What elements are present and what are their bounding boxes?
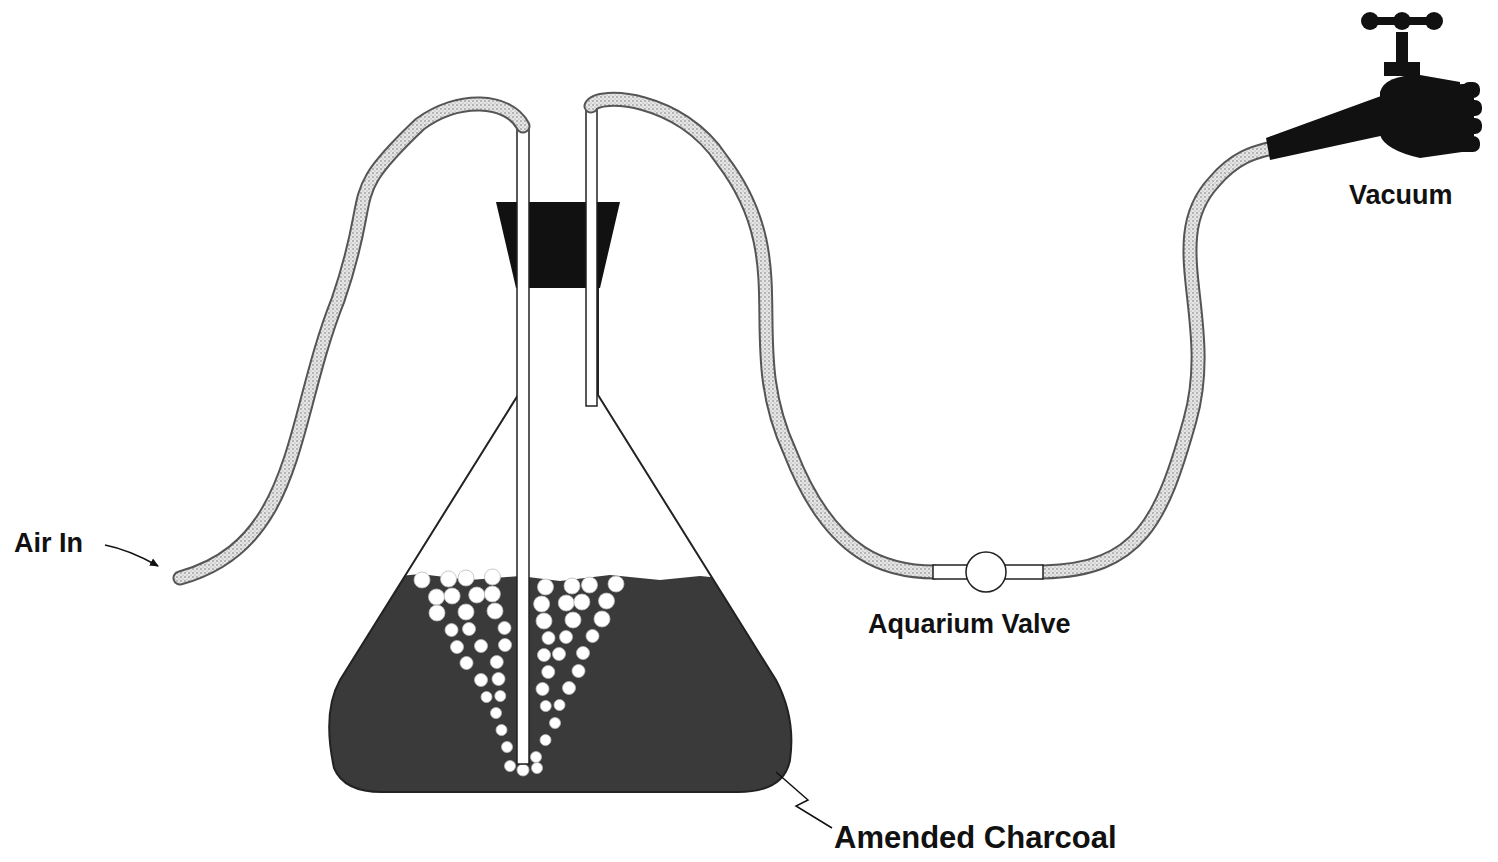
air-bubble: [475, 674, 488, 687]
air-bubble: [502, 742, 513, 753]
valve-label: Aquarium Valve: [868, 609, 1071, 640]
air-bubble: [460, 657, 473, 670]
air-bubble: [429, 589, 445, 605]
air-bubble: [532, 763, 543, 774]
air-bubble: [608, 576, 624, 592]
air-bubble: [577, 647, 590, 660]
air-bubble: [558, 595, 574, 611]
air-bubble: [542, 666, 555, 679]
rubber-stopper: [496, 202, 620, 288]
air-bubble: [538, 649, 551, 662]
air-bubble: [485, 569, 501, 585]
air-bubble: [429, 605, 445, 621]
air-bubble: [536, 613, 552, 629]
air-bubble: [574, 594, 590, 610]
charcoal-label: Amended Charcoal: [834, 820, 1117, 856]
air-bubble: [451, 641, 464, 654]
air-bubble: [534, 596, 550, 612]
air-bubble: [496, 725, 507, 736]
inlet-tube: [517, 124, 529, 764]
air-bubble: [560, 631, 573, 644]
air-bubble: [586, 630, 599, 643]
air-bubble: [572, 665, 585, 678]
air-bubble: [484, 586, 500, 602]
air-bubble: [463, 623, 476, 636]
air-bubble: [441, 571, 457, 587]
air-in-label: Air In: [14, 528, 83, 559]
air-bubble: [490, 656, 503, 669]
air-bubble: [564, 578, 580, 594]
air-bubble: [517, 764, 529, 776]
air-bubble: [499, 639, 512, 652]
air-bubble: [444, 588, 460, 604]
air-bubble: [481, 692, 492, 703]
vacuum-label: Vacuum: [1349, 180, 1453, 211]
air-bubble: [458, 570, 474, 586]
air-bubble: [563, 682, 576, 695]
air-bubble: [414, 572, 430, 588]
charcoal-leader: [776, 772, 832, 828]
air-in-arrow: [105, 545, 158, 566]
air-bubble: [540, 701, 551, 712]
air-bubble: [553, 648, 566, 661]
air-bubble: [536, 683, 549, 696]
air-bubble: [594, 611, 610, 627]
air-bubble: [540, 735, 551, 746]
air-bubble: [445, 624, 458, 637]
air-bubble: [531, 752, 542, 763]
air-bubble: [487, 603, 503, 619]
aquarium-valve: [933, 552, 1043, 592]
air-bubble: [565, 612, 581, 628]
air-bubble: [458, 604, 474, 620]
hoses: [180, 99, 1272, 578]
air-bubble: [469, 587, 485, 603]
air-bubble: [491, 708, 502, 719]
air-bubble: [538, 579, 554, 595]
air-bubble: [599, 593, 615, 609]
air-bubble: [582, 577, 598, 593]
air-bubble: [475, 640, 488, 653]
flask-outline: [329, 288, 791, 792]
outlet-tube: [586, 104, 597, 406]
charcoal-fill: [300, 574, 800, 800]
air-bubble: [505, 761, 516, 772]
air-bubble: [554, 700, 565, 711]
air-bubble: [495, 691, 506, 702]
vacuum-faucet: [1266, 12, 1482, 160]
air-bubble: [492, 673, 505, 686]
air-bubble: [542, 632, 555, 645]
air-bubble: [498, 622, 511, 635]
air-bubble: [550, 718, 561, 729]
